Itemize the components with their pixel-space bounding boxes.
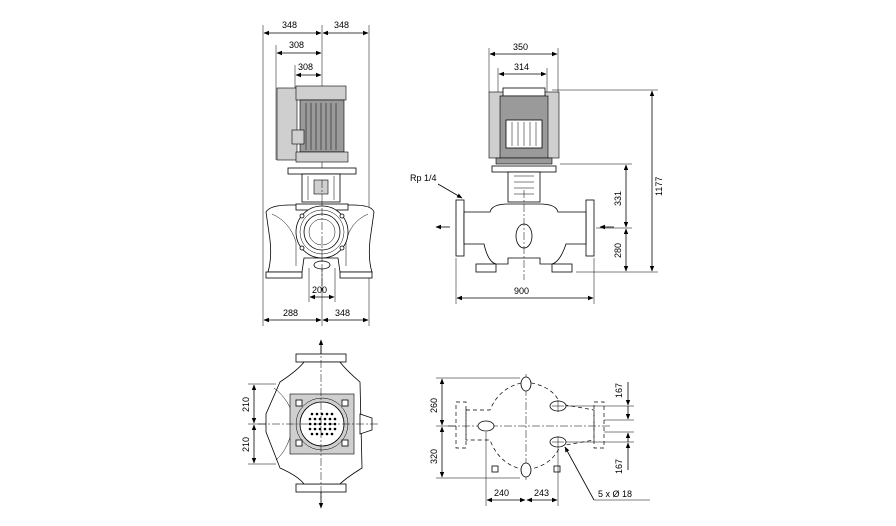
dim-base-bottom-left: 240 — [494, 488, 509, 498]
dim-side-height-lower: 280 — [613, 243, 623, 258]
dim-base-left-lower: 320 — [429, 449, 439, 464]
label-connection: Rp 1/4 — [410, 173, 437, 183]
dim-front-port: 200 — [312, 285, 327, 295]
fan-cover-holes — [308, 412, 337, 436]
dim-front-motor-outer: 308 — [289, 40, 304, 50]
dim-top-lower: 210 — [241, 437, 251, 452]
dim-top-upper: 210 — [241, 397, 251, 412]
base-view: 260 320 167 167 240 243 5 x Ø 18 — [429, 374, 650, 506]
dim-front-bottom-left: 288 — [283, 308, 298, 318]
motor-fins — [305, 103, 337, 150]
side-view: 350 314 Rp 1/4 — [410, 42, 664, 304]
dim-base-right-lower: 167 — [614, 459, 624, 474]
dim-side-height-total: 1177 — [654, 177, 664, 196]
front-view: 348 348 308 308 — [262, 20, 375, 326]
dim-side-flange-length: 900 — [514, 286, 529, 296]
dim-front-motor-inner: 308 — [298, 62, 313, 72]
dim-side-motor: 350 — [513, 42, 528, 52]
dim-front-top-left: 348 — [282, 20, 297, 30]
dim-side-height-upper: 331 — [613, 191, 623, 206]
dim-front-top-right: 348 — [334, 20, 349, 30]
dim-side-fan: 314 — [514, 62, 529, 72]
dim-front-bottom-right: 348 — [335, 308, 350, 318]
label-holes: 5 x Ø 18 — [598, 489, 632, 499]
dim-base-bottom-right: 243 — [534, 488, 549, 498]
dim-base-right-upper: 167 — [614, 383, 624, 398]
dim-base-left-upper: 260 — [429, 398, 439, 413]
top-view: 210 210 — [241, 339, 380, 509]
